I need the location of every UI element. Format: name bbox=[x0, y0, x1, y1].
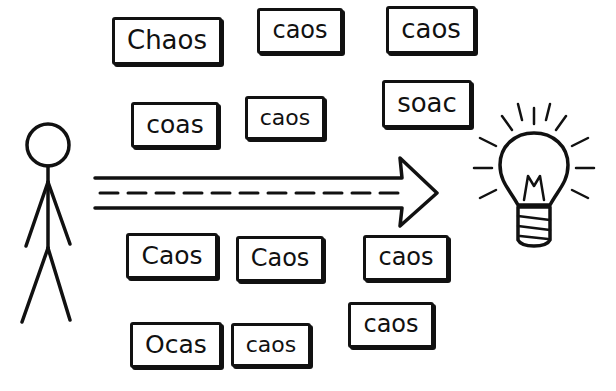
word-card: soac bbox=[382, 80, 472, 128]
card-word: Chaos bbox=[127, 26, 207, 56]
word-card: caos bbox=[257, 8, 342, 54]
card-word: soac bbox=[397, 89, 457, 119]
light-bulb bbox=[474, 104, 594, 246]
word-card: caos bbox=[348, 302, 433, 348]
card-word: Ocas bbox=[145, 331, 207, 360]
word-card: caos bbox=[386, 6, 476, 54]
word-card: coas bbox=[131, 102, 218, 149]
word-card: Ocas bbox=[130, 322, 222, 369]
word-card: Caos bbox=[126, 233, 217, 280]
word-card: caos bbox=[363, 235, 448, 281]
card-word: Caos bbox=[141, 242, 202, 271]
word-card: caos bbox=[231, 323, 312, 366]
thought-arrow bbox=[95, 158, 437, 226]
card-word: caos bbox=[260, 105, 311, 130]
card-word: Caos bbox=[251, 245, 310, 273]
word-card: Caos bbox=[236, 236, 325, 282]
card-word: caos bbox=[378, 244, 433, 272]
word-card: Chaos bbox=[112, 17, 222, 65]
card-word: coas bbox=[146, 111, 203, 140]
word-card: caos bbox=[245, 96, 326, 139]
card-word: caos bbox=[272, 17, 327, 45]
card-word: caos bbox=[363, 311, 418, 339]
stick-figure bbox=[22, 124, 70, 322]
card-word: caos bbox=[246, 332, 297, 357]
card-word: caos bbox=[401, 15, 461, 45]
